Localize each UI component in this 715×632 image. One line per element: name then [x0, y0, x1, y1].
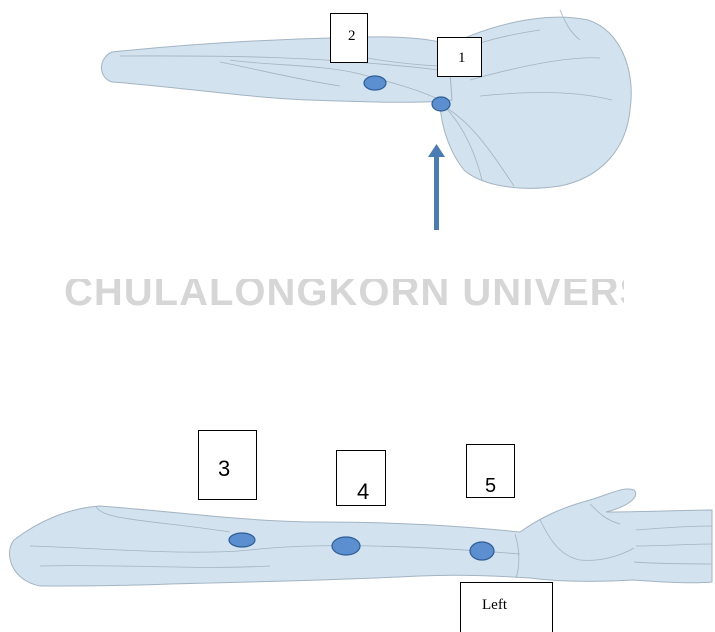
watermark-text: CHULALONGKORN UNIVERSITY [64, 279, 624, 329]
label-box-5: 5 [466, 444, 515, 498]
label-box-3: 3 [198, 430, 257, 500]
label-box-4-text: 4 [357, 479, 369, 505]
upper-arm-shape [102, 37, 453, 102]
marker-point [432, 97, 450, 111]
label-box-4: 4 [336, 450, 386, 506]
side-label-box: Left [460, 582, 553, 632]
label-box-2-text: 2 [348, 28, 356, 45]
pointer-arrow [428, 144, 445, 230]
label-box-3-text: 3 [218, 456, 230, 482]
label-box-1: 1 [437, 37, 482, 77]
marker-point [364, 76, 386, 90]
side-label-text: Left [482, 597, 507, 614]
label-box-5-text: 5 [485, 475, 496, 498]
marker-point [332, 537, 360, 555]
marker-point [229, 533, 255, 547]
label-box-1-text: 1 [458, 50, 466, 67]
marker-point [470, 542, 494, 560]
label-box-2: 2 [330, 13, 368, 63]
watermark-label: CHULALONGKORN UNIVERSITY [64, 279, 624, 315]
